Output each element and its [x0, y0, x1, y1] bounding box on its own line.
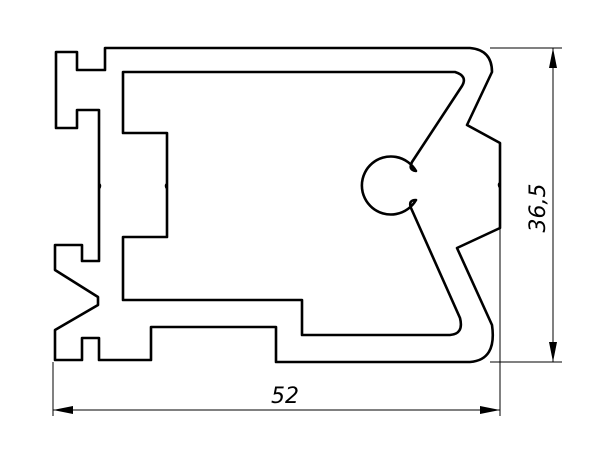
arrow-down-icon: [549, 342, 557, 362]
arrow-left-icon: [53, 406, 73, 414]
width-dimension-label: 52: [271, 384, 299, 409]
width-dimension: 52: [52, 228, 501, 416]
height-dimension: 36,5: [490, 47, 562, 363]
arrow-up-icon: [549, 48, 557, 68]
height-dimension-label: 36,5: [526, 184, 551, 233]
groove-marks: [98, 181, 501, 190]
profile-inner-contour: [121, 70, 466, 337]
arrow-right-icon: [480, 406, 500, 414]
profile-outer-contour: [53, 46, 502, 364]
